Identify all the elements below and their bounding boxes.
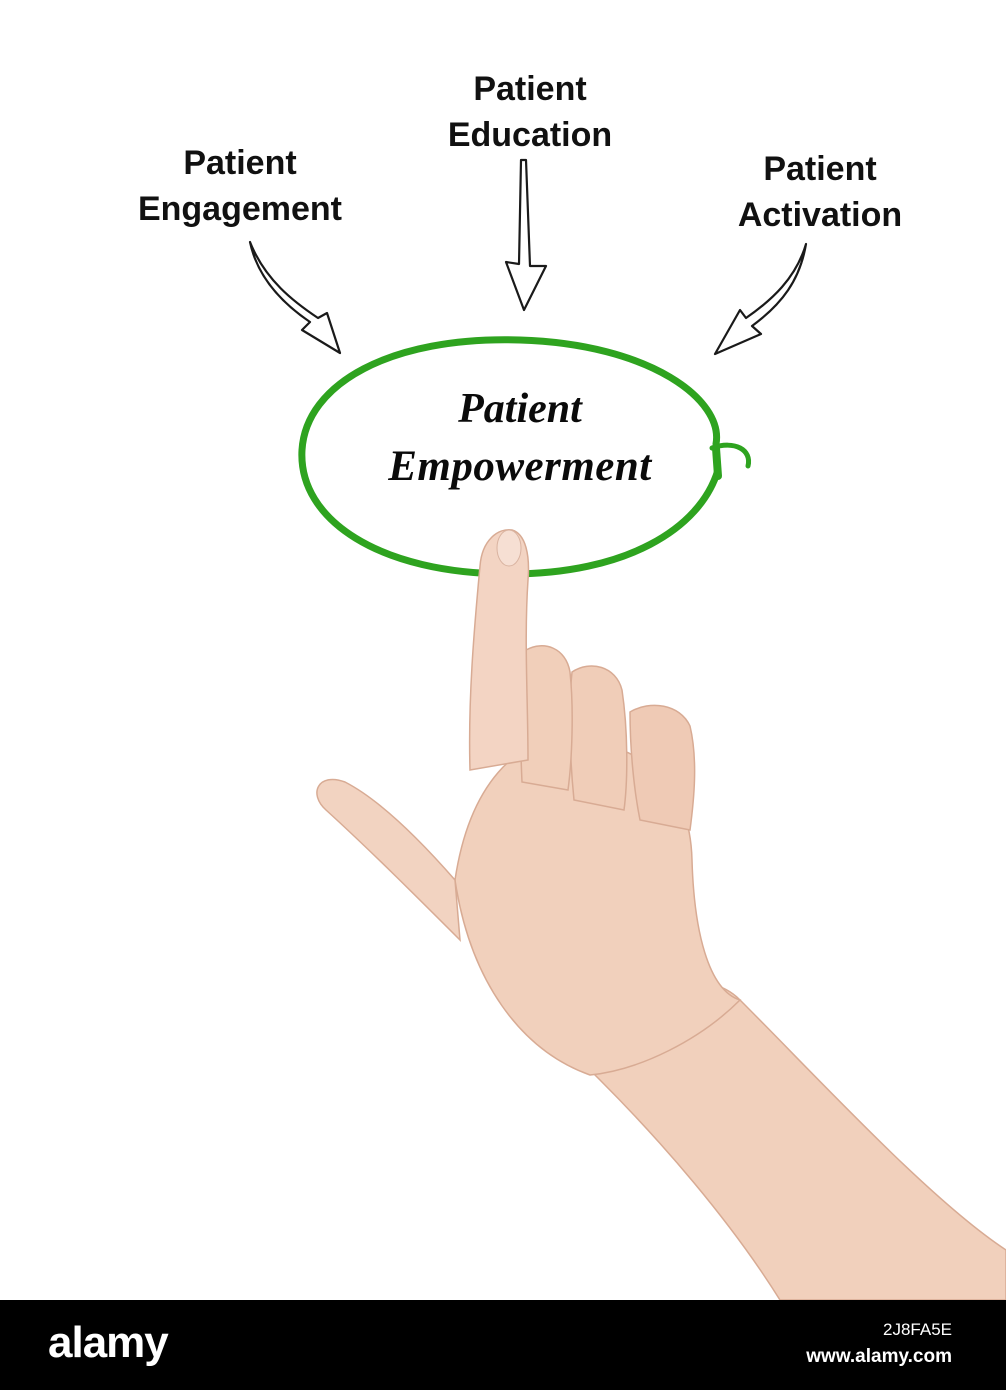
node-line-2: Engagement [137,190,343,228]
node-line-1: Patient [473,70,587,108]
curled-finger-1 [520,645,573,791]
node-line-1: Patient [183,144,297,182]
node-patient-engagement: Patient Engagement [110,140,370,232]
diagram-graphics [248,158,1006,1300]
thumb [316,778,461,942]
image-id: 2J8FA5E [883,1320,952,1339]
arrow-activation [713,242,808,356]
node-patient-education: Patient Education [410,66,650,158]
curled-finger-3 [629,704,696,831]
node-line-2: Activation [737,196,903,234]
diagram-canvas: Patient Engagement Patient Education Pat… [110,66,1006,1300]
stock-watermark-bar: alamy 2J8FA5E www.alamy.com [0,1300,1006,1390]
curled-finger-2 [569,665,628,811]
pointing-hand [316,529,1006,1300]
center-line-2: Empowerment [388,443,652,490]
arrow-education [504,158,548,312]
node-patient-activation: Patient Activation [700,146,940,238]
node-line-1: Patient [763,150,877,188]
arrow-engagement [248,240,342,355]
node-line-2: Education [447,116,613,154]
fingernail [496,529,522,567]
site-url: www.alamy.com [806,1346,952,1367]
index-finger [468,529,530,771]
center-line-1: Patient [458,386,582,432]
empowerment-ring [298,336,752,578]
center-node-patient-empowerment: Patient Empowerment [300,380,740,496]
alamy-logo: alamy [48,1318,169,1367]
